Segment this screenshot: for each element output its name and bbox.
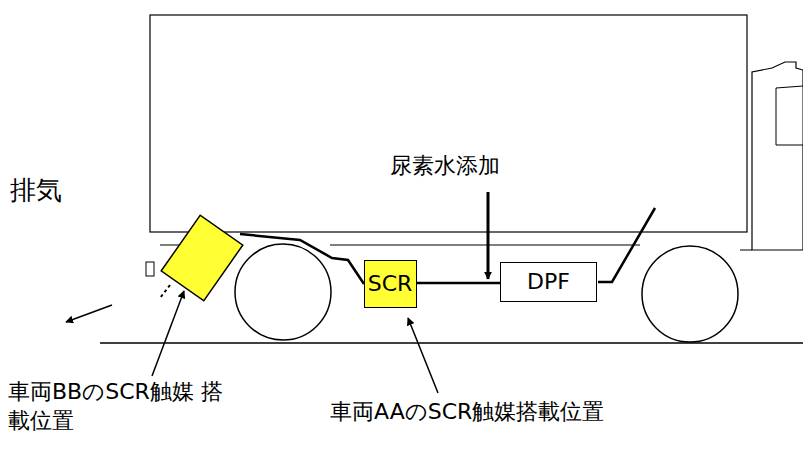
dpf-box: DPF	[500, 262, 597, 302]
rear-bumper	[146, 262, 154, 276]
scr-catalyst-box: SCR	[364, 260, 417, 308]
box-label: DPF	[527, 270, 570, 294]
callout-label: 車両BBのSCR触媒 搭載位置	[8, 378, 223, 435]
exhaust-label: 排気	[10, 174, 62, 208]
exhaust-pipe-connector	[417, 282, 501, 285]
scr-catalyst-bb	[161, 215, 243, 301]
exhaust-arrow	[66, 305, 112, 322]
chassis-frame	[160, 245, 752, 250]
ground-line	[100, 342, 803, 344]
front-wheel	[642, 246, 738, 342]
callout-label: 車両AAのSCR触媒搭載位置	[330, 398, 604, 427]
exhaust-pipe	[240, 234, 364, 284]
urea-label: 尿素水添加	[390, 152, 500, 181]
urea-arrow	[487, 192, 490, 279]
rear-wheel	[235, 244, 331, 340]
exhaust-pipe	[598, 208, 655, 282]
tailpipe	[160, 285, 170, 298]
cab-window	[776, 86, 803, 145]
leader-line	[408, 318, 438, 393]
leader-line	[152, 291, 184, 376]
cab	[752, 62, 803, 250]
cargo-box	[150, 15, 747, 232]
box-label: SCR	[368, 272, 413, 296]
